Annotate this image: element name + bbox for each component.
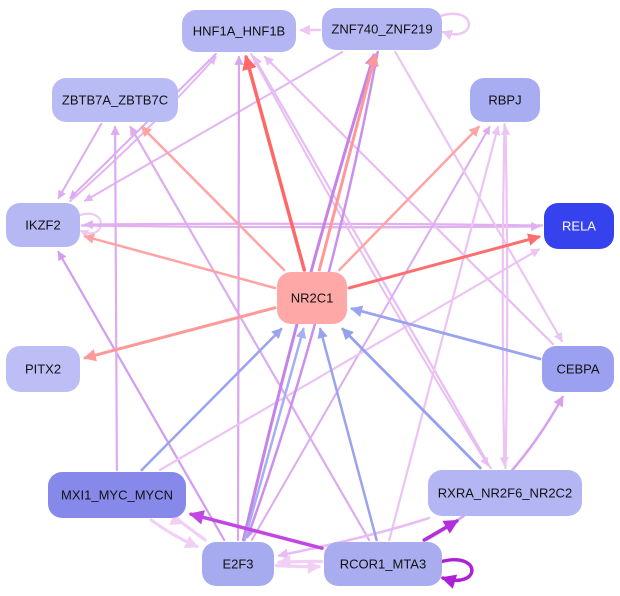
edge-ZNF740_ZNF219-CEBPA[interactable] — [394, 50, 563, 343]
edge-RCOR1_MTA3-RXRA_NR2F6_NR2C2[interactable] — [422, 519, 459, 542]
edge-RXRA_NR2F6_NR2C2-HNF1A_HNF1B[interactable] — [252, 55, 492, 470]
node-NR2C1[interactable]: NR2C1 — [277, 272, 347, 324]
node-ZNF740_ZNF219[interactable]: ZNF740_ZNF219 — [322, 8, 442, 50]
node-shape[interactable] — [324, 542, 442, 586]
node-RXRA_NR2F6_NR2C2[interactable]: RXRA_NR2F6_NR2C2 — [428, 470, 582, 516]
edge-NR2C1-IKZF2[interactable] — [83, 233, 277, 290]
node-shape[interactable] — [48, 472, 186, 518]
edge-CEBPA-NR2C1[interactable] — [350, 305, 542, 361]
node-ZBTB7A_ZBTB7C[interactable]: ZBTB7A_ZBTB7C — [52, 78, 178, 122]
edge-ZBTB7A_ZBTB7C-IKZF2[interactable] — [57, 123, 103, 200]
edge-NR2C1-PITX2[interactable] — [83, 306, 277, 362]
node-shape[interactable] — [322, 8, 442, 50]
node-shape[interactable] — [542, 346, 614, 392]
edge-NR2C1-ZBTB7A_ZBTB7C[interactable] — [140, 125, 286, 272]
edge-NR2C1-RELA[interactable] — [347, 233, 541, 290]
node-RCOR1_MTA3[interactable]: RCOR1_MTA3 — [324, 542, 442, 586]
edge-HNF1A_HNF1B-RXRA_NR2F6_NR2C2[interactable] — [250, 53, 489, 467]
edge-RCOR1_MTA3-MXI1_MYC_MYCN[interactable] — [188, 510, 324, 550]
node-shape[interactable] — [277, 272, 347, 324]
edge-E2F3-RBPJ[interactable] — [250, 125, 491, 541]
edge-RCOR1_MTA3-RCOR1_MTA3-self[interactable] — [438, 558, 474, 589]
edge-NR2C1-ZNF740_ZNF219[interactable] — [317, 53, 379, 272]
node-shape[interactable] — [6, 203, 80, 247]
edge-E2F3-IKZF2[interactable] — [57, 250, 226, 542]
edge-IKZF2-RELA[interactable] — [80, 221, 541, 232]
edge-MXI1_MYC_MYCN-RELA[interactable] — [158, 248, 541, 472]
node-shape[interactable] — [6, 346, 80, 392]
edge-RBPJ-RXRA_NR2F6_NR2C2[interactable] — [499, 122, 509, 467]
node-RELA[interactable]: RELA — [544, 203, 614, 249]
edge-E2F3-RCOR1_MTA3[interactable] — [274, 560, 322, 574]
node-shape[interactable] — [428, 470, 582, 516]
node-E2F3[interactable]: E2F3 — [202, 542, 274, 586]
edge-NR2C1-HNF1A_HNF1B[interactable] — [242, 54, 307, 272]
edge-CEBPA-HNF1A_HNF1B[interactable] — [264, 55, 554, 346]
node-MXI1_MYC_MYCN[interactable]: MXI1_MYC_MYCN — [48, 472, 186, 518]
edge-E2F3-MXI1_MYC_MYCN[interactable] — [169, 512, 207, 542]
edge-HNF1A_HNF1B-IKZF2[interactable] — [69, 53, 217, 199]
node-shape[interactable] — [182, 10, 296, 52]
edge-MXI1_MYC_MYCN-ZBTB7A_ZBTB7C[interactable] — [110, 125, 120, 472]
node-RBPJ[interactable]: RBPJ — [470, 78, 540, 122]
edge-RELA-IKZF2[interactable] — [83, 219, 544, 230]
node-shape[interactable] — [544, 203, 614, 249]
node-IKZF2[interactable]: IKZF2 — [6, 203, 80, 247]
edge-E2F3-NR2C1[interactable] — [243, 327, 307, 542]
node-shape[interactable] — [52, 78, 178, 122]
node-CEBPA[interactable]: CEBPA — [542, 346, 614, 392]
edge-RCOR1_MTA3-NR2C1[interactable] — [317, 327, 378, 542]
node-shape[interactable] — [202, 542, 274, 586]
edge-RXRA_NR2F6_NR2C2-RBPJ[interactable] — [501, 125, 511, 470]
edge-RCOR1_MTA3-CEBPA[interactable] — [425, 395, 564, 542]
edge-ZNF740_ZNF219-IKZF2[interactable] — [83, 51, 344, 202]
node-shape[interactable] — [470, 78, 540, 122]
edge-layer — [57, 12, 564, 589]
node-PITX2[interactable]: PITX2 — [6, 346, 80, 392]
edge-RXRA_NR2F6_NR2C2-NR2C1[interactable] — [341, 327, 482, 470]
edge-RCOR1_MTA3-E2F3[interactable] — [276, 555, 324, 569]
edge-ZNF740_ZNF219-ZNF740_ZNF219-self[interactable] — [438, 12, 470, 40]
edge-NR2C1-RBPJ[interactable] — [338, 125, 480, 272]
edge-E2F3-HNF1A_HNF1B[interactable] — [234, 55, 244, 542]
edge-RCOR1_MTA3-ZBTB7A_ZBTB7C[interactable] — [129, 125, 371, 542]
edge-MXI1_MYC_MYCN-NR2C1[interactable] — [140, 327, 283, 472]
node-HNF1A_HNF1B[interactable]: HNF1A_HNF1B — [182, 10, 296, 52]
edge-MXI1_MYC_MYCN-E2F3[interactable] — [149, 518, 199, 549]
edge-RXRA_NR2F6_NR2C2-E2F3[interactable] — [277, 516, 431, 559]
